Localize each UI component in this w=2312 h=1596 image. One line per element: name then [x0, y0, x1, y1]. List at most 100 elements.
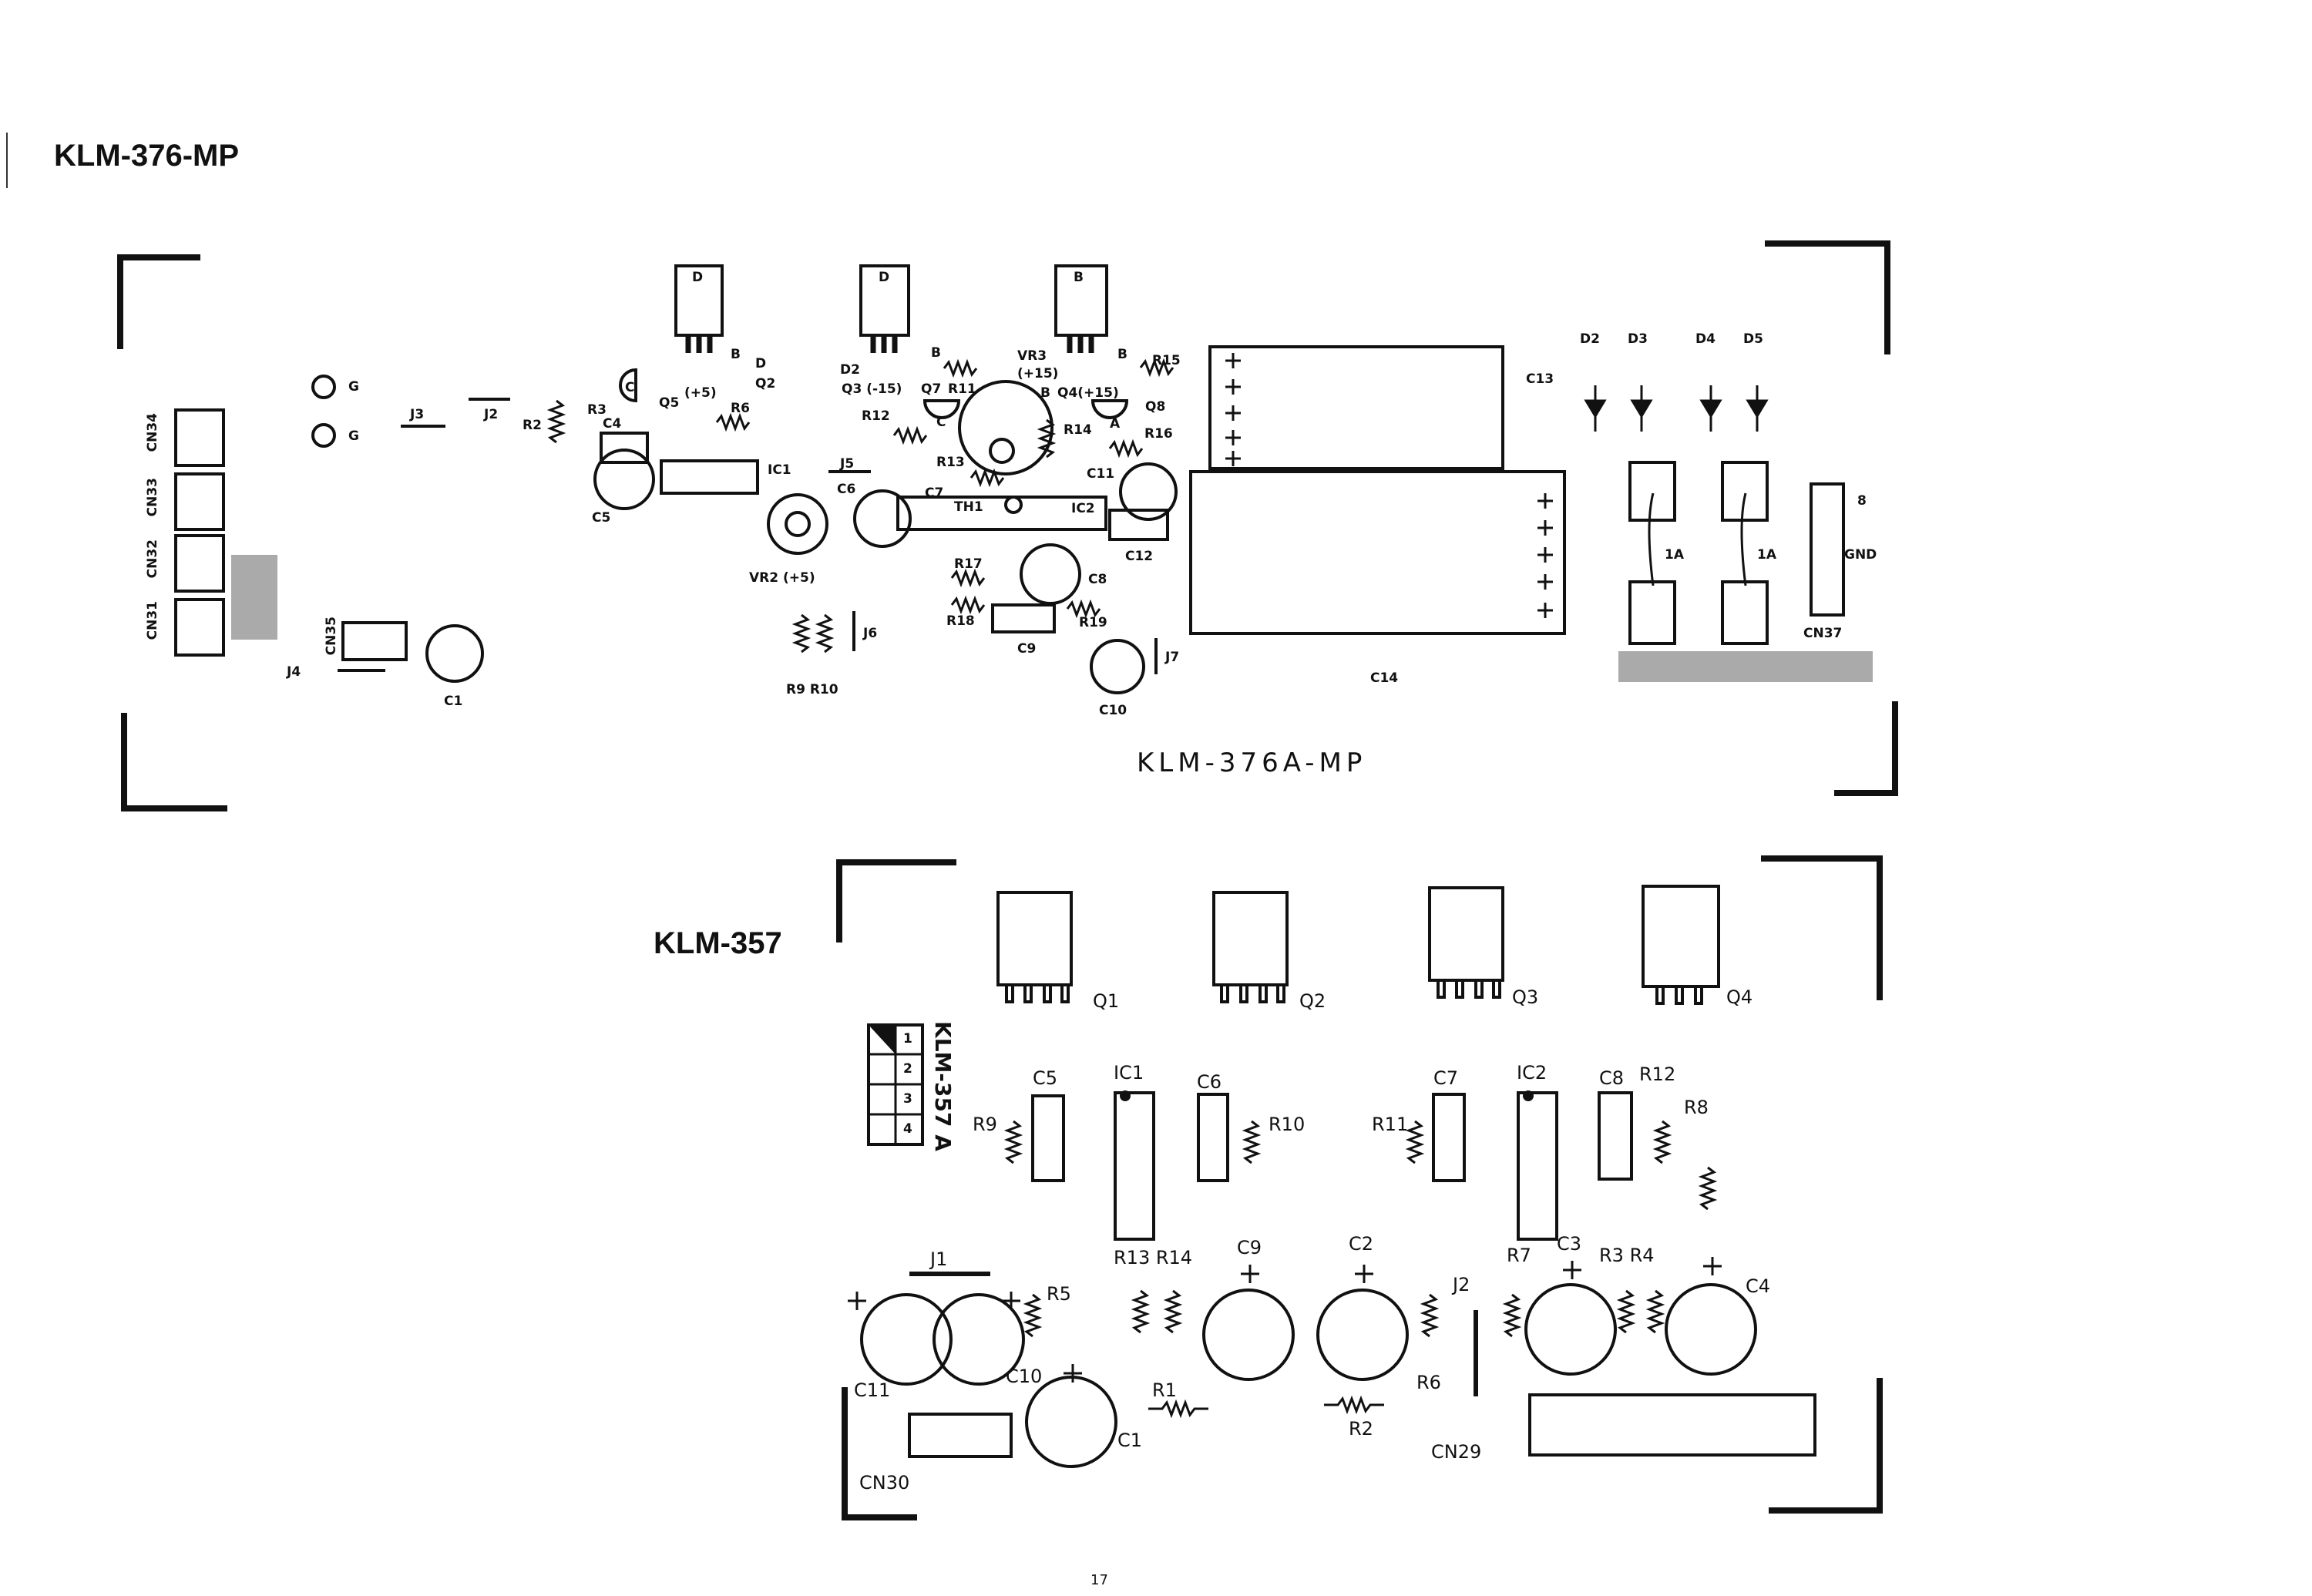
label-r13: R13 [936, 455, 965, 470]
label-b2: B [931, 345, 941, 361]
fuse-holder-3 [1721, 461, 1769, 522]
label-c8: C8 [1088, 572, 1107, 587]
label-vr3-voltage: (+15) [1017, 366, 1059, 381]
corner-bracket-b-tl [836, 859, 956, 942]
connector-cn34 [174, 408, 225, 467]
label-r2: R2 [1349, 1418, 1373, 1440]
label-g1: G [348, 379, 359, 395]
page-number: 17 [1090, 1572, 1108, 1588]
label-q4: Q4 [1726, 986, 1753, 1008]
label-j7: J7 [1165, 650, 1180, 665]
label-c7: C7 [925, 486, 944, 501]
label-cn32: CN32 [145, 539, 160, 579]
label-gnd: GND [1844, 547, 1877, 563]
label-r12: R12 [1639, 1063, 1676, 1085]
label-c4: C4 [603, 416, 622, 432]
label-r17: R17 [954, 556, 983, 572]
capacitor-c3 [1524, 1283, 1617, 1376]
label-r11: R11 [948, 381, 976, 397]
label-c5: C5 [1033, 1067, 1058, 1089]
label-b-right: B [1117, 347, 1127, 362]
label-q5: Q5 [659, 395, 680, 411]
label-r13-r14: R13 R14 [1114, 1247, 1193, 1268]
board-b-diagram: KLM-357 A 1 2 3 4 Q1 Q2 Q3 Q4 C5 IC1 C6 … [0, 848, 2312, 1541]
board-a-traces [174, 264, 1873, 694]
ic1 [1114, 1091, 1155, 1241]
ground-g1 [311, 375, 336, 399]
corner-bracket-tl [117, 254, 200, 349]
label-vr2: VR2 (+5) [749, 570, 815, 586]
label-q2: Q2 [755, 376, 776, 391]
label-th1: TH1 [954, 499, 983, 515]
corner-bracket-tr [1765, 240, 1890, 354]
label-c7: C7 [1433, 1067, 1459, 1089]
transistor-q2 [1212, 891, 1289, 986]
label-r15: R15 [1152, 353, 1181, 368]
label-q1: Q1 [1093, 990, 1120, 1012]
label-cn31: CN31 [145, 601, 160, 640]
label-q3: Q3 [1512, 986, 1539, 1008]
pin-number-4: 4 [903, 1121, 912, 1137]
fuse-holder-4 [1721, 580, 1769, 645]
transistor-d1-letter: D [692, 270, 704, 285]
capacitor-c9 [991, 603, 1056, 633]
label-c12: C12 [1125, 549, 1154, 564]
label-c5: C5 [592, 510, 611, 526]
transistor-q8 [1090, 399, 1129, 419]
label-r5: R5 [1047, 1283, 1071, 1305]
capacitor-c1 [425, 624, 484, 683]
label-c2: C2 [1349, 1233, 1374, 1255]
label-c9: C9 [1237, 1237, 1262, 1258]
transistor-b3-letter: B [1074, 270, 1084, 285]
capacitor-c9 [1202, 1289, 1295, 1381]
label-c8: C8 [1599, 1067, 1625, 1089]
board-b-parts [848, 885, 1816, 1468]
vr2 [767, 493, 828, 555]
fuse-holder-2 [1628, 580, 1676, 645]
label-c10: C10 [1006, 1366, 1043, 1387]
pin-number-1: 1 [903, 1031, 912, 1047]
label-fuse-1: 1A [1665, 547, 1684, 563]
label-r12: R12 [862, 408, 890, 424]
capacitor-c14 [1189, 470, 1566, 635]
label-g2: G [348, 428, 359, 444]
label-r9: R9 [973, 1114, 997, 1135]
label-c11: C11 [854, 1379, 891, 1401]
capacitor-c6 [853, 489, 912, 548]
corner-bracket-b-br [1769, 1378, 1883, 1514]
label-j4: J4 [287, 664, 301, 680]
label-r19: R19 [1079, 615, 1107, 630]
label-j6: J6 [863, 626, 878, 641]
label-eight: 8 [1857, 493, 1867, 509]
connector-cn35 [341, 621, 408, 661]
capacitor-c13 [1208, 345, 1504, 470]
label-q8: Q8 [1145, 399, 1166, 415]
capacitor-c2 [1316, 1289, 1409, 1381]
label-ic1: IC1 [768, 462, 791, 478]
label-cn30: CN30 [859, 1472, 910, 1494]
corner-bracket-b-tr [1761, 855, 1883, 1000]
connector-cn33 [174, 472, 225, 531]
pin-number-3: 3 [903, 1091, 912, 1107]
margin-rule [6, 133, 8, 188]
label-ic2: IC2 [1071, 501, 1095, 516]
capacitor-c11 [1119, 462, 1178, 521]
label-q4: Q4(+15) [1057, 385, 1119, 401]
label-c-q7: C [936, 415, 946, 430]
label-r7: R7 [1507, 1245, 1531, 1266]
label-c1: C1 [444, 694, 463, 709]
label-fuse-2: 1A [1757, 547, 1776, 563]
label-r9-r10: R9 R10 [786, 682, 838, 697]
capacitor-c8 [1020, 543, 1081, 605]
label-j2: J2 [484, 407, 499, 422]
label-d4: D4 [1695, 331, 1716, 347]
label-cn34: CN34 [145, 413, 160, 452]
capacitor-c8 [1598, 1091, 1633, 1181]
label-ic1: IC1 [1114, 1062, 1144, 1084]
label-c10: C10 [1099, 703, 1127, 718]
capacitor-c10 [933, 1293, 1025, 1386]
label-d3: D3 [1628, 331, 1648, 347]
board-b-label: KLM-357 [654, 926, 782, 960]
page-title: KLM-376-MP [54, 139, 240, 173]
connector-cn32 [174, 534, 225, 593]
